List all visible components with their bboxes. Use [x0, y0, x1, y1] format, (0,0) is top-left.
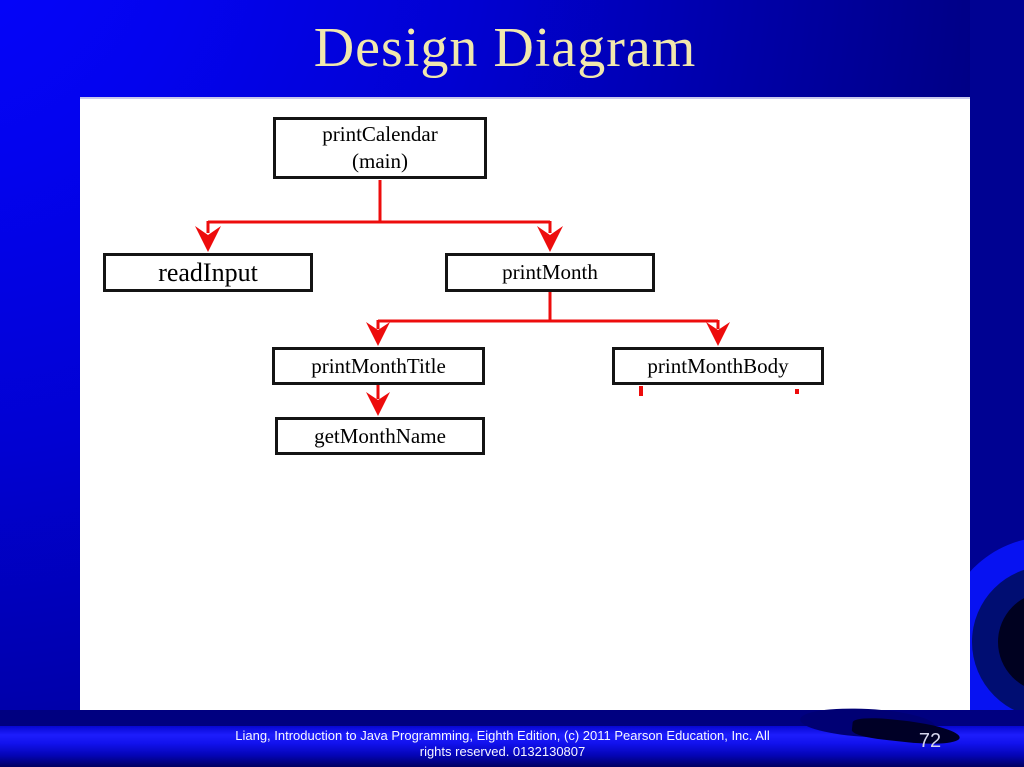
- connector-lines: [206, 180, 720, 399]
- footer-line-2: rights reserved. 0132130807: [419, 743, 586, 759]
- slide-title: Design Diagram: [313, 17, 697, 79]
- footer-line-1: Liang, Introduction to Java Programming,…: [235, 728, 770, 743]
- node-label: getMonthName: [314, 423, 446, 448]
- red-artifact-mark: [795, 389, 799, 394]
- footer-divider-strip: [0, 710, 1024, 727]
- node-label: (main): [352, 149, 408, 173]
- arrowheads: [195, 226, 799, 416]
- right-decorative-band: [970, 0, 1024, 767]
- diagram-canvas: printCalendar (main) readInput printMont…: [80, 97, 970, 710]
- node-label: printMonth: [502, 260, 598, 284]
- diagram-node-printcalendar: printCalendar (main): [273, 117, 487, 179]
- diagram-node-printmonth: printMonth: [445, 253, 655, 292]
- red-artifact-mark: [639, 386, 643, 396]
- arrowhead: [195, 226, 221, 252]
- node-label: printCalendar: [322, 122, 438, 146]
- node-label: printMonthBody: [647, 353, 789, 378]
- footer-copyright: Liang, Introduction to Java Programming,…: [0, 728, 1005, 759]
- node-label: readInput: [158, 258, 258, 287]
- diagram-node-getmonthname: getMonthName: [275, 417, 485, 455]
- diagram-node-printmonthtitle: printMonthTitle: [272, 347, 485, 385]
- diagram-node-printmonthbody: printMonthBody: [612, 347, 824, 385]
- arrowhead: [537, 226, 563, 252]
- arrowhead: [366, 392, 390, 416]
- connector-layer: [195, 180, 799, 416]
- node-label: printMonthTitle: [311, 353, 446, 378]
- arrowhead: [706, 322, 730, 346]
- diagram-node-readinput: readInput: [103, 253, 313, 292]
- arrowhead: [366, 322, 390, 346]
- page-number: 72: [918, 730, 942, 752]
